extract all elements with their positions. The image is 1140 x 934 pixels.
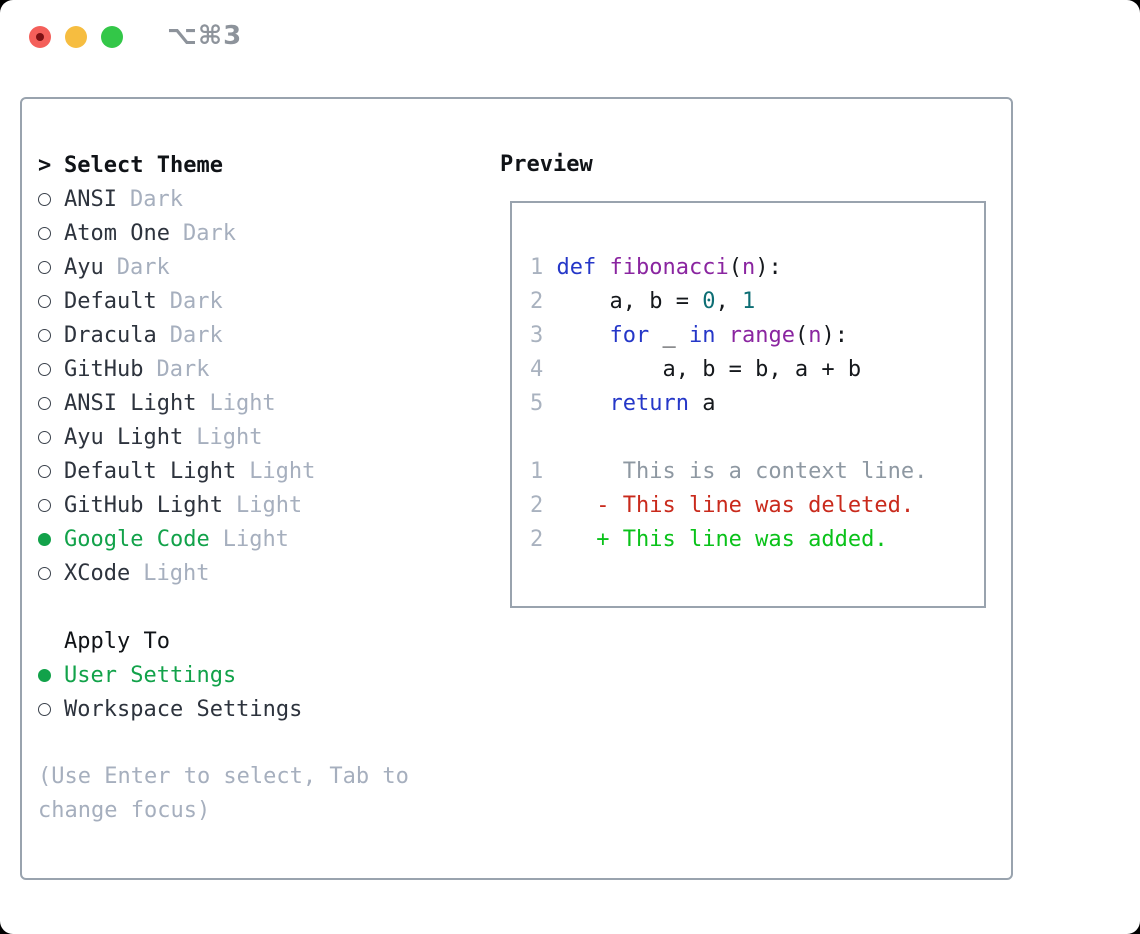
theme-option[interactable]: Ayu Dark (38, 250, 409, 284)
code-line (530, 421, 984, 455)
radio-marker (38, 328, 64, 342)
apply-to-name: Workspace Settings (64, 696, 303, 722)
theme-variant: Dark (169, 288, 223, 314)
theme-variant: Dark (169, 322, 223, 348)
code-line: 4 a, b = b, a + b (530, 357, 862, 382)
radio-off-icon (38, 396, 51, 410)
radio-marker (38, 498, 64, 512)
theme-option[interactable]: ANSI Dark (38, 182, 409, 216)
radio-off-icon (38, 328, 51, 342)
radio-off-icon (38, 362, 51, 376)
radio-on-icon (38, 668, 51, 682)
theme-variant: Dark (182, 220, 236, 246)
theme-variant: Light (143, 560, 210, 586)
radio-marker (38, 464, 64, 478)
code-line: 2 a, b = 0, 1 (530, 289, 756, 314)
theme-name: GitHub Light (64, 492, 223, 518)
window-title: ⌥⌘3 (167, 21, 243, 51)
theme-name: Ayu Light (64, 424, 184, 450)
close-button[interactable] (29, 26, 51, 48)
preview-box: 1 def fibonacci(n): 2 a, b = 0, 1 3 for _ … (510, 201, 986, 608)
select-theme-header: > Select Theme (38, 148, 409, 182)
code-line: 3 for _ in range(n): (530, 323, 848, 348)
theme-variant: Dark (156, 356, 210, 382)
code-line: 1 This is a context line. (530, 459, 928, 484)
radio-off-icon (38, 294, 51, 308)
radio-off-icon (38, 566, 51, 580)
apply-to-option[interactable]: Workspace Settings (38, 692, 409, 726)
hint-text: change focus) (38, 798, 211, 823)
theme-option[interactable]: Ayu Light Light (38, 420, 409, 454)
radio-marker (38, 362, 64, 376)
radio-on-icon (38, 532, 51, 546)
hint-text: (Use Enter to select, Tab to (38, 764, 409, 789)
theme-option[interactable]: GitHub Light Light (38, 488, 409, 522)
preview-title: Preview (500, 152, 593, 177)
radio-off-icon (38, 464, 51, 478)
theme-option[interactable]: Atom One Dark (38, 216, 409, 250)
radio-off-icon (38, 260, 51, 274)
theme-name: Atom One (64, 220, 170, 246)
theme-variant: Light (196, 424, 263, 450)
radio-marker (38, 294, 64, 308)
theme-variant: Dark (129, 186, 183, 212)
spacer (38, 726, 409, 760)
zoom-button[interactable] (101, 26, 123, 48)
theme-option[interactable]: XCode Light (38, 556, 409, 590)
theme-name: XCode (64, 560, 131, 586)
code-line: 2 + This line was added. (530, 527, 888, 552)
theme-variant: Light (235, 492, 303, 518)
spacer (38, 590, 409, 624)
radio-marker (38, 532, 64, 546)
apply-to-option[interactable]: User Settings (38, 658, 409, 692)
code-line: 5 return a (530, 391, 716, 416)
theme-name: GitHub (64, 356, 144, 382)
radio-off-icon (38, 192, 51, 206)
theme-option[interactable]: Default Dark (38, 284, 409, 318)
apply-to-label: Apply To (64, 628, 170, 654)
theme-name: Default Light (64, 458, 237, 484)
minimize-button[interactable] (65, 26, 87, 48)
theme-variant: Light (249, 458, 316, 484)
radio-marker (38, 702, 64, 716)
theme-option[interactable]: ANSI Light Light (38, 386, 409, 420)
radio-off-icon (38, 498, 51, 512)
code-line: 2 - This line was deleted. (530, 493, 915, 518)
radio-off-icon (38, 226, 51, 240)
theme-variant: Light (209, 390, 276, 416)
radio-off-icon (38, 702, 51, 716)
theme-option[interactable]: Dracula Dark (38, 318, 409, 352)
cursor-marker: > (38, 153, 64, 178)
select-theme-label: Select Theme (64, 152, 223, 178)
theme-name: Dracula (64, 322, 157, 348)
radio-marker (38, 226, 64, 240)
theme-option[interactable]: Default Light Light (38, 454, 409, 488)
theme-name: Ayu (64, 254, 104, 280)
theme-variant: Dark (116, 254, 170, 280)
close-dot-icon (36, 33, 44, 41)
theme-name: ANSI (64, 186, 117, 212)
code-line: 1 def fibonacci(n): (530, 255, 782, 280)
radio-marker (38, 192, 64, 206)
apply-to-name: User Settings (64, 662, 237, 688)
theme-option[interactable]: Google Code Light (38, 522, 409, 556)
titlebar: ⌥⌘3 (0, 0, 1140, 75)
radio-off-icon (38, 430, 51, 444)
radio-marker (38, 566, 64, 580)
radio-marker (38, 260, 64, 274)
cursor-icon: > (38, 152, 52, 178)
theme-name: ANSI Light (64, 390, 197, 416)
theme-variant: Light (222, 526, 289, 552)
theme-name: Default (64, 288, 157, 314)
radio-marker (38, 396, 64, 410)
apply-to-header: Apply To (38, 624, 409, 658)
theme-name: Google Code (64, 526, 210, 552)
radio-marker (38, 668, 64, 682)
theme-option[interactable]: GitHub Dark (38, 352, 409, 386)
radio-marker (38, 430, 64, 444)
